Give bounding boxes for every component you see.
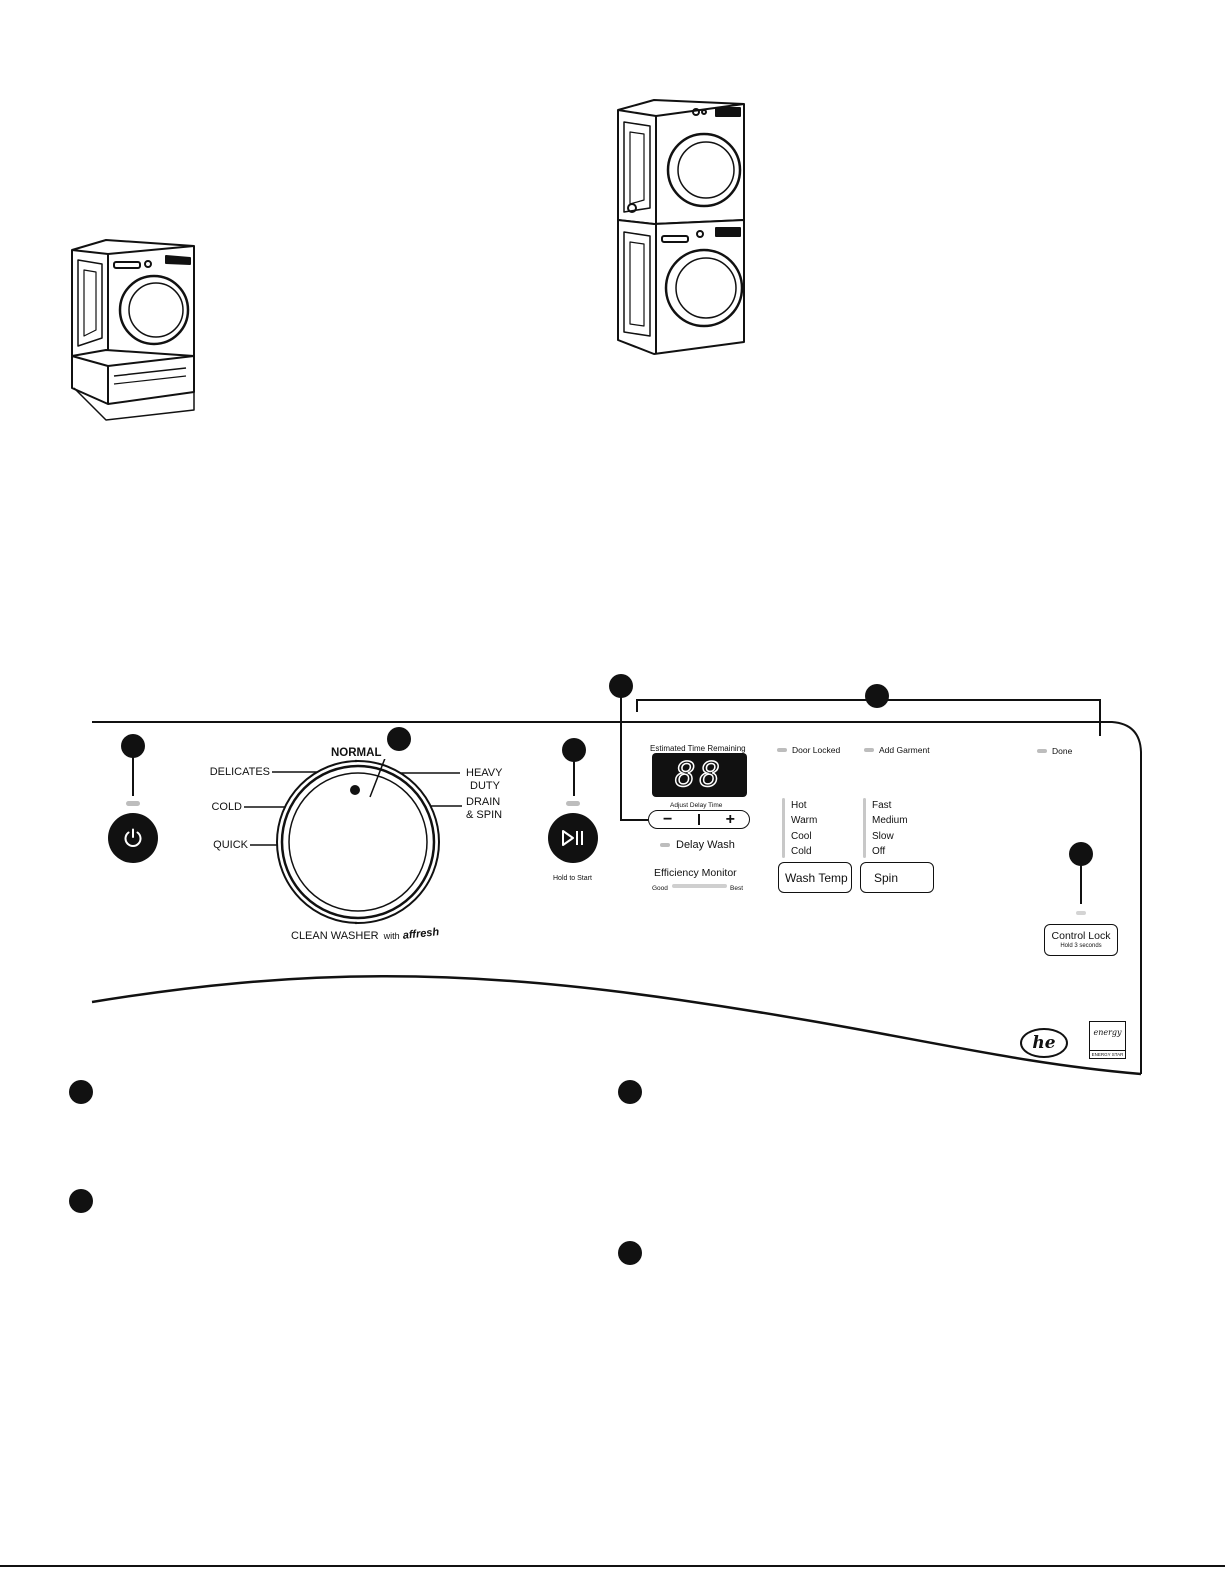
time-display-digits: 88 [674,755,724,795]
bottom-rule [0,1565,1225,1567]
start-indicator-light [566,801,580,806]
efficiency-good-label: Good [652,885,668,892]
clean-washer-text: CLEAN WASHER [291,930,379,942]
control-lock-indicator-light [1076,911,1086,915]
callout-stem [573,760,575,796]
dial-label-quick: QUICK [213,839,248,851]
spin-option-medium: Medium [872,815,908,826]
dial-label-clean-washer: CLEAN WASHER with affresh [291,926,440,943]
cycle-selector-dial[interactable] [275,759,441,925]
callout-marker [618,1241,642,1265]
control-lock-button[interactable]: Control Lock Hold 3 seconds [1044,924,1118,956]
add-garment-indicator-light [864,748,874,752]
efficiency-meter-bar [672,884,727,888]
wash-temp-option-warm: Warm [791,815,818,826]
callout-marker [69,1189,93,1213]
callout-marker [387,727,411,751]
control-lock-sub-label: Hold 3 seconds [1060,943,1102,949]
callout-marker [1069,842,1093,866]
delay-divider [698,814,700,825]
callout-marker [121,734,145,758]
control-panel-outline [91,690,1142,1076]
callout-stem [1080,864,1082,904]
spin-option-off: Off [872,846,886,857]
wash-temp-button[interactable]: Wash Temp [778,862,852,893]
callout-marker [865,684,889,708]
door-locked-indicator-light [777,748,787,752]
spin-option-slow: Slow [872,831,894,842]
efficiency-best-label: Best [730,885,744,892]
washer-on-pedestal-illustration [71,239,195,421]
add-garment-label: Add Garment [879,745,930,755]
hold-to-start-label: Hold to Start [553,875,592,882]
wash-temp-option-hot: Hot [791,800,807,811]
affresh-logo-text: affresh [401,926,440,942]
efficiency-monitor-label: Efficiency Monitor [654,867,737,879]
callout-marker [618,1080,642,1104]
dial-label-duty: DUTY [470,780,500,792]
dial-label-normal: NORMAL [331,747,382,759]
power-indicator-light [126,801,140,806]
callout-marker [69,1080,93,1104]
dial-label-and-spin: & SPIN [466,809,503,821]
power-icon [124,828,142,847]
clean-washer-with-text: with [383,931,400,941]
energy-star-script-text: energy [1093,1028,1122,1037]
dial-label-heavy-duty: HEAVY DUTY [466,767,503,793]
delay-wash-indicator-light [660,843,670,847]
he-logo-text: he [1032,1032,1056,1053]
time-display: 88 [652,753,747,797]
power-button[interactable] [108,813,158,863]
spin-level-bar [863,798,866,858]
callout-stem [132,756,134,796]
energy-star-logo: energy ENERGY STAR [1089,1021,1126,1059]
he-logo: he [1020,1028,1068,1058]
wash-temp-option-cold: Cold [791,846,812,857]
control-lock-label: Control Lock [1051,930,1111,942]
spin-option-fast: Fast [872,800,892,811]
dial-label-delicates: DELICATES [209,766,270,778]
adjust-delay-time-label: Adjust Delay Time [670,802,723,809]
plus-button[interactable]: + [725,810,735,828]
start-pause-button[interactable] [548,813,598,863]
stacked-washer-dryer-illustration [617,99,745,355]
play-pause-icon [562,830,583,846]
estimated-time-label: Estimated Time Remaining [650,744,746,753]
done-label: Done [1052,746,1073,756]
dial-label-drain: DRAIN [466,796,501,808]
minus-button[interactable]: − [663,810,673,828]
dial-label-heavy: HEAVY [466,767,503,779]
wash-temp-level-bar [782,798,785,858]
wash-temp-option-cool: Cool [791,831,812,842]
callout-marker [609,674,633,698]
callout-marker [562,738,586,762]
dial-label-cold: COLD [211,801,242,813]
energy-star-text: ENERGY STAR [1090,1050,1125,1057]
done-indicator-light [1037,749,1047,753]
spin-button[interactable]: Spin [860,862,934,893]
dial-label-drain-spin: DRAIN & SPIN [466,796,503,822]
delay-wash-label: Delay Wash [676,839,735,851]
door-locked-label: Door Locked [792,745,841,755]
adjust-delay-time-button[interactable]: − + [648,810,750,829]
